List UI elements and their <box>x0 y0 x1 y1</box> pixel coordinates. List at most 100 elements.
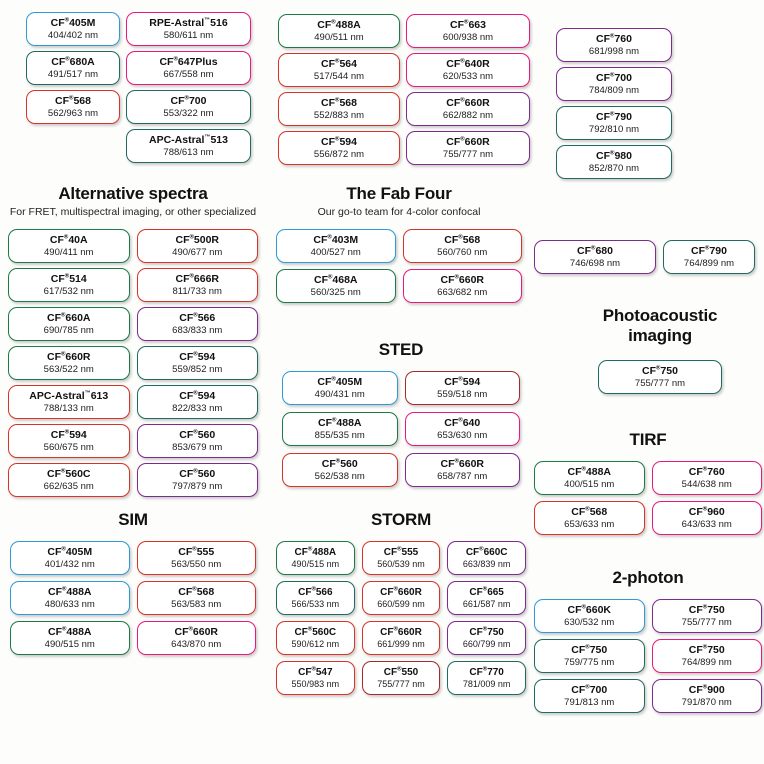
dye-wavelengths: 566/533 nm <box>291 598 340 609</box>
dye-name: CF®660R <box>440 457 485 470</box>
dye-name: APC-Astral™613 <box>29 389 109 402</box>
dye-name: CF®488A <box>567 465 612 478</box>
dye-name: CF®660R <box>446 96 490 109</box>
dye-name: CF®555 <box>383 546 419 558</box>
section-title: The Fab Four <box>346 184 452 203</box>
dye-name: CF®770 <box>469 666 504 678</box>
dye-wavelengths: 620/533 nm <box>442 70 494 82</box>
dye-wavelengths: 490/431 nm <box>314 388 365 400</box>
dye-wavelengths: 560/675 nm <box>43 441 94 453</box>
dye-wavelengths: 563/550 nm <box>171 558 222 570</box>
dye-name: CF®647Plus <box>159 55 218 68</box>
dye-name: CF®760 <box>596 32 632 45</box>
dye-wavelengths: 764/899 nm <box>683 257 735 269</box>
dye-wavelengths: 617/532 nm <box>43 285 94 297</box>
dye-wavelengths: 400/515 nm <box>564 478 615 490</box>
dye-wavelengths: 404/402 nm <box>47 29 99 41</box>
dye-name: CF®488A <box>317 416 362 429</box>
dye-name: CF®680A <box>51 55 95 68</box>
dye-wavelengths: 480/633 nm <box>44 598 95 610</box>
dye-wavelengths: 653/633 nm <box>564 518 615 530</box>
dye-wavelengths: 791/813 nm <box>564 696 615 708</box>
dye-wavelengths: 788/613 nm <box>163 146 214 158</box>
dye-name: RPE-Astral™516 <box>149 16 228 29</box>
dye-wavelengths: 853/679 nm <box>172 441 223 453</box>
dye-name: CF®790 <box>691 244 727 257</box>
dye-name: CF®750 <box>642 365 678 377</box>
dye-name: CF®568 <box>321 96 357 109</box>
dye-name: CF®568 <box>444 233 481 246</box>
dye-wavelengths: 784/809 nm <box>588 84 640 96</box>
dye-wavelengths: 490/515 nm <box>44 638 95 650</box>
dye-wavelengths: 600/938 nm <box>442 31 494 43</box>
dye-name: CF®660A <box>46 311 91 324</box>
dye-name: CF®663 <box>450 18 486 31</box>
dye-wavelengths: 490/511 nm <box>314 31 364 43</box>
dye-wavelengths: 755/777 nm <box>442 148 494 160</box>
dye-wavelengths: 755/777 nm <box>377 678 425 689</box>
dye-name: CF®660R <box>446 135 490 148</box>
dye-name: CF®666R <box>175 272 220 285</box>
dye-name: CF®750 <box>688 643 725 656</box>
dye-wavelengths: 562/538 nm <box>314 470 365 482</box>
dye-name: CF®594 <box>179 350 216 363</box>
dye-wavelengths: 580/611 nm <box>163 29 214 41</box>
dye-name: CF®568 <box>55 94 91 107</box>
dye-wavelengths: 553/322 nm <box>163 107 214 119</box>
dye-wavelengths: 788/133 nm <box>43 402 94 414</box>
dye-name: CF®660K <box>567 603 612 616</box>
dye-name: CF®40A <box>49 233 88 246</box>
dye-name: CF®594 <box>444 375 481 388</box>
dye-name: CF®700 <box>170 94 207 107</box>
dye-wavelengths: 662/882 nm <box>442 109 494 121</box>
dye-name: CF®488A <box>294 546 337 558</box>
dye-wavelengths: 667/558 nm <box>163 68 214 80</box>
dye-wavelengths: 822/833 nm <box>172 402 223 414</box>
dye-wavelengths: 764/899 nm <box>681 656 732 668</box>
dye-name: CF®665 <box>469 586 504 598</box>
dye-wavelengths: 792/810 nm <box>588 123 640 135</box>
dye-wavelengths: 559/518 nm <box>437 388 488 400</box>
dye-name: CF®500R <box>175 233 220 246</box>
dye-wavelengths: 852/870 nm <box>588 162 640 174</box>
